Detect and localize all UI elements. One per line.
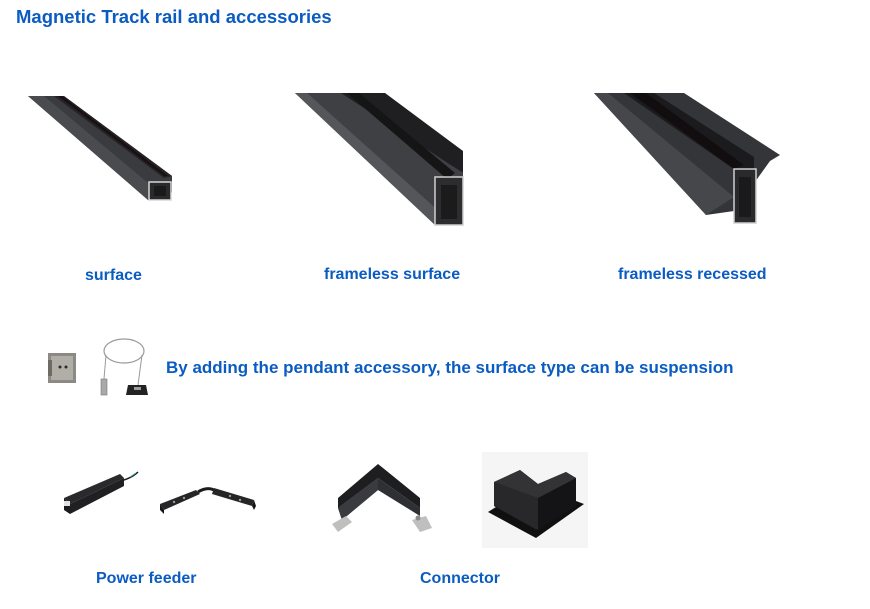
frameless-recessed-rail-image [594,93,784,228]
l-corner-connector-image [328,462,436,534]
recessed-l-corner-connector-image [482,452,588,548]
surface-track-rail-image [24,96,174,206]
frameless-surface-rail-image [295,93,470,228]
flexible-power-feeder-image [158,484,258,516]
pendant-wire-kit-image [94,337,150,401]
rail-label-surface: surface [85,267,142,284]
accessory-label-power-feeder: Power feeder [96,570,197,587]
pendant-caption: By adding the pendant accessory, the sur… [166,358,734,377]
pendant-bracket-image [47,352,77,384]
page-title: Magnetic Track rail and accessories [16,6,332,27]
straight-power-feeder-image [60,470,140,520]
accessory-label-connector: Connector [420,570,500,587]
rail-label-frameless-recessed: frameless recessed [618,266,767,283]
rail-label-frameless-surface: frameless surface [324,266,461,283]
